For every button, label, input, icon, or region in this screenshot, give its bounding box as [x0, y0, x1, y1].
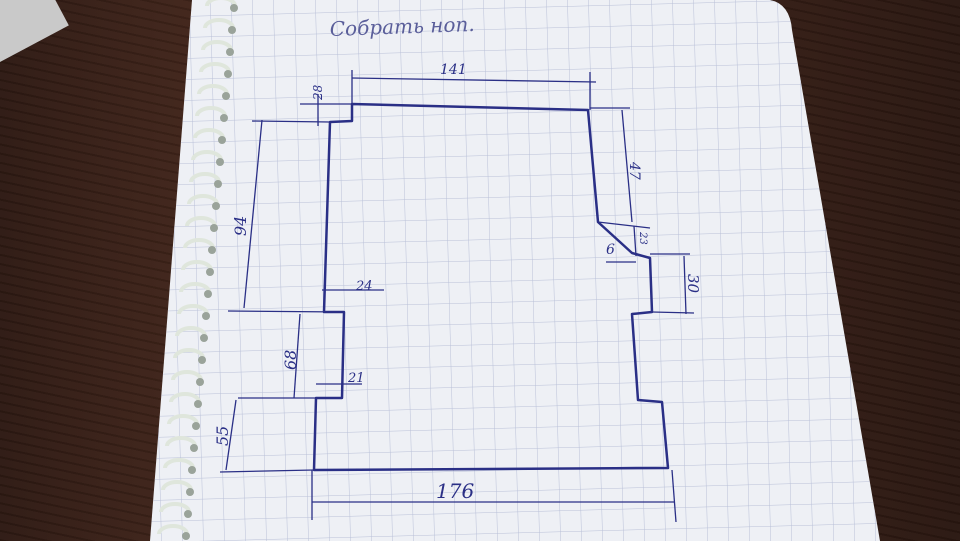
label-left-lower-height: 55 [213, 426, 232, 446]
label-left-step2-width: 21 [347, 371, 365, 386]
page-title: Собрать ноп. [329, 12, 475, 41]
spiral-holes [182, 4, 238, 540]
grid-paper [150, 0, 880, 541]
dimension-lines [219, 70, 695, 523]
label-right-small-height: 23 [637, 231, 648, 245]
label-right-small-width: 6 [606, 242, 615, 258]
pattern-outline [312, 102, 670, 472]
label-top-step-height: 28 [311, 84, 325, 101]
label-left-step1-width: 24 [355, 279, 373, 294]
label-top-width: 141 [440, 62, 467, 78]
label-bottom-width: 176 [436, 479, 474, 503]
label-left-middle-height: 68 [281, 350, 300, 370]
label-right-slant-height: 47 [626, 161, 642, 180]
label-left-upper-height: 94 [231, 216, 250, 236]
spiral-binding [157, 0, 237, 535]
label-right-step-height: 30 [684, 274, 702, 294]
